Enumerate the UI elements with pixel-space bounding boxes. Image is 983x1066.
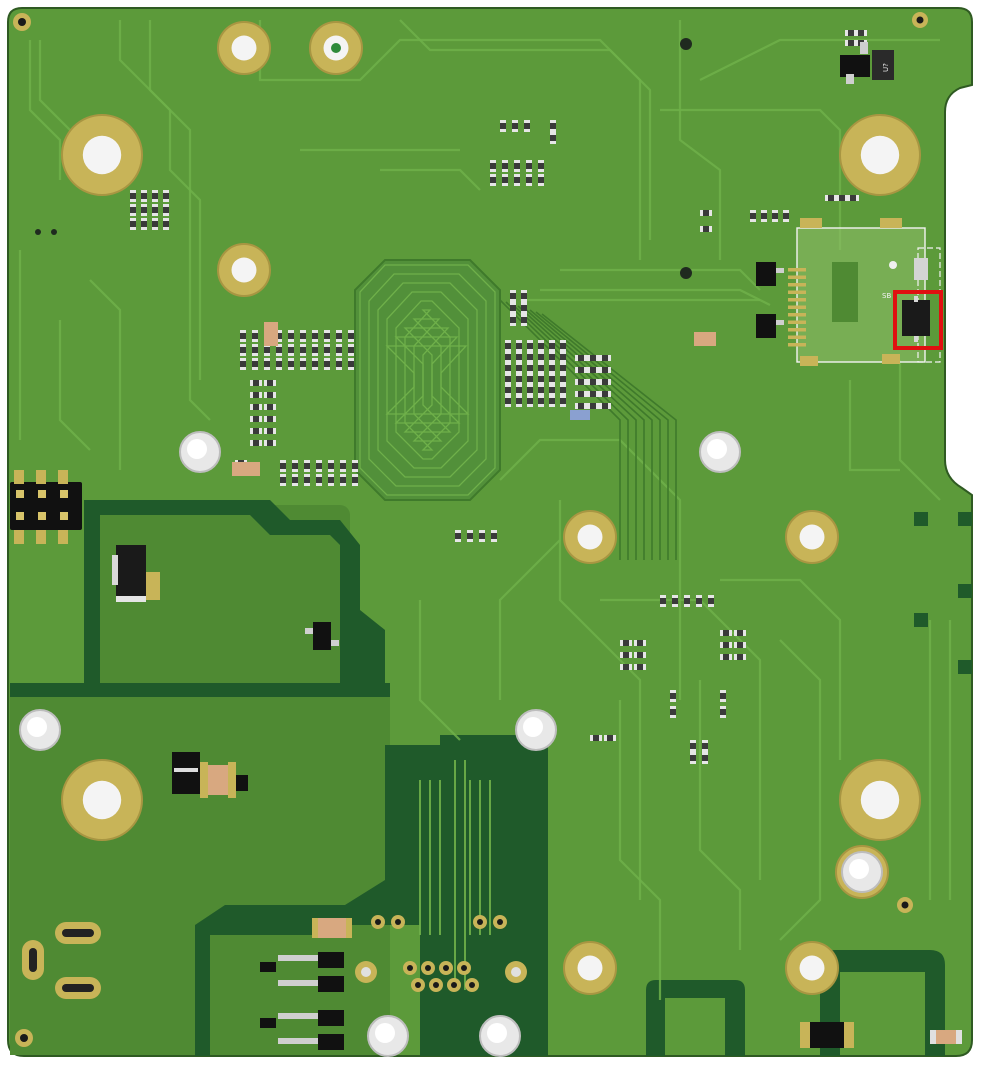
inductor-left [112, 545, 160, 602]
inductor-bottom-right [800, 1022, 962, 1048]
edge-pads-right [914, 512, 972, 674]
transistor-mid [305, 622, 339, 650]
pin-header [10, 470, 82, 544]
mosfet-array-bottom [260, 918, 352, 1050]
smd-components [130, 30, 867, 764]
selected-component-highlight [893, 290, 943, 350]
through-hole-pads [355, 915, 527, 992]
transistors-card [694, 262, 784, 346]
signal-traces [18, 19, 952, 1000]
white-vias [19, 431, 883, 1057]
slot-pads [13, 12, 928, 1047]
bga-region [354, 259, 501, 501]
diode-and-cap [172, 752, 248, 798]
mounting-holes [61, 21, 921, 995]
dark-vias [35, 38, 692, 279]
chip-label-top-right: U? [882, 63, 890, 72]
connector-label: SB [882, 292, 891, 300]
bus-traces-lower [419, 760, 491, 990]
regulator-top-right: U? [840, 42, 894, 84]
card-connector: SB [788, 218, 941, 366]
